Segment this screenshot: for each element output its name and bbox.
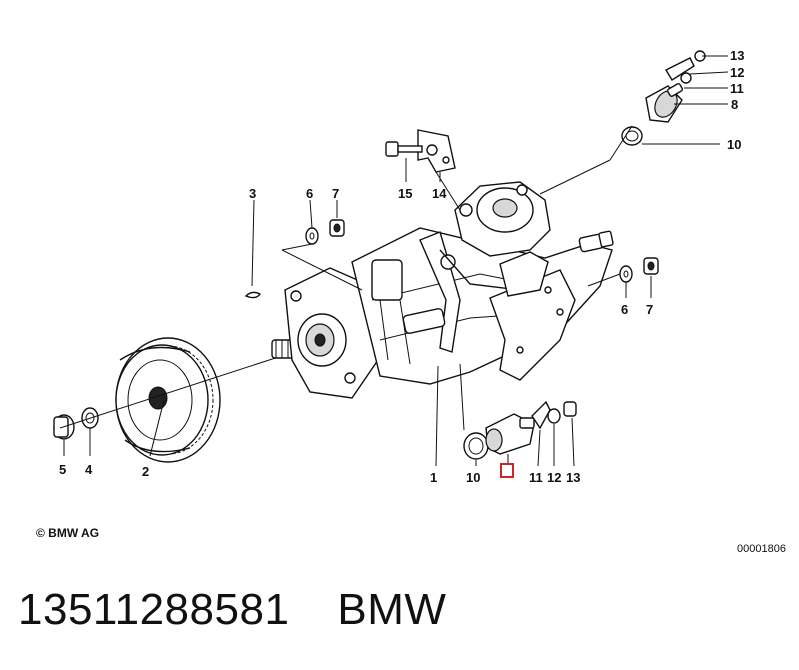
callout-7-top: 7 [332, 186, 339, 201]
woodruff-key [244, 291, 262, 299]
solenoid-valve-top [645, 83, 684, 123]
footer: 13511288581 BMW [18, 585, 446, 635]
callout-10-bottom: 10 [466, 470, 480, 485]
callout-12-bottom: 12 [547, 470, 561, 485]
leader-lines [63, 55, 729, 467]
callout-6-right: 6 [621, 302, 628, 317]
drawing-number: 00001806 [737, 543, 786, 555]
nut-right [643, 257, 659, 275]
callout-4: 4 [85, 462, 93, 477]
sealing-ring-top [621, 126, 643, 146]
terminal-top [665, 50, 706, 84]
nut-top [329, 219, 345, 237]
callout-6-top: 6 [306, 186, 313, 201]
callout-11-bottom: 11 [529, 470, 543, 485]
timing-gear [115, 337, 221, 463]
sealing-ring-bottom [463, 432, 489, 460]
callout-11-top: 11 [730, 81, 744, 96]
callout-3: 3 [249, 186, 256, 201]
callout-15: 15 [398, 186, 412, 201]
callout-14: 14 [432, 186, 447, 201]
callout-13-top: 13 [730, 48, 744, 63]
terminal-bottom [531, 400, 577, 430]
part-number: 13511288581 [18, 585, 290, 634]
highlighted-part-marker[interactable] [500, 463, 514, 478]
callout-2: 2 [142, 464, 149, 479]
callout-8: 8 [731, 97, 738, 112]
callout-5: 5 [59, 462, 66, 477]
callout-1: 1 [430, 470, 437, 485]
callout-13-bottom: 13 [566, 470, 580, 485]
washer-top [305, 227, 319, 245]
parts-diagram: 1 2 3 4 5 6 7 6 7 8 10 10 11 12 13 11 12… [53, 48, 744, 485]
callout-10-top: 10 [727, 137, 741, 152]
solenoid-valve-bottom [485, 413, 535, 455]
injection-pump [284, 181, 614, 399]
callout-7-right: 7 [646, 302, 653, 317]
callout-12-top: 12 [730, 65, 744, 80]
brand-label: BMW [337, 585, 447, 634]
washer-right [619, 265, 633, 283]
bracket-bolt [385, 141, 423, 157]
mounting-bracket [417, 129, 456, 173]
copyright-notice: © BMW AG [36, 526, 100, 540]
